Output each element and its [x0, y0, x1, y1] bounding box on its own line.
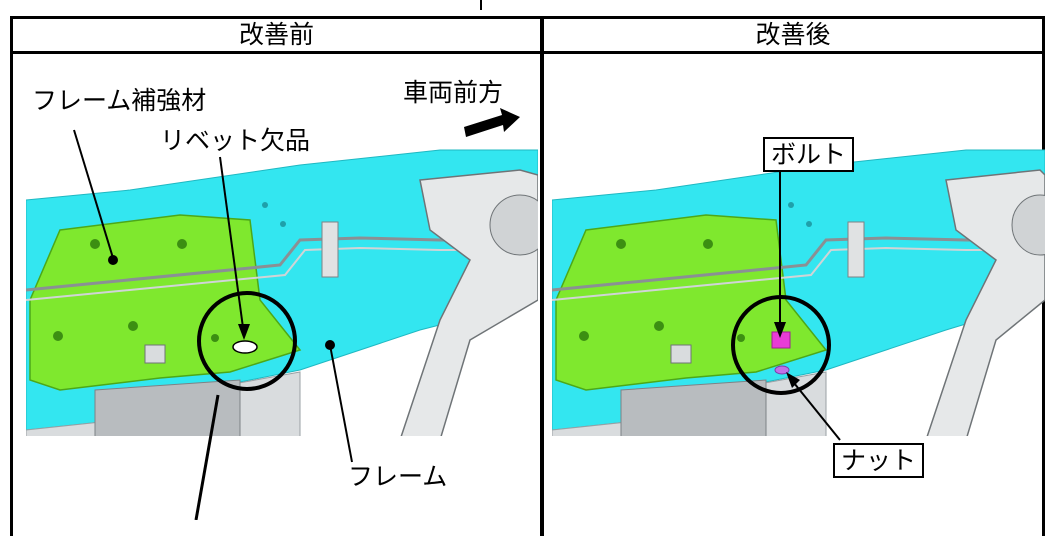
bolt-label: ボルト — [763, 137, 855, 172]
vehicle-front-arrow-icon — [464, 108, 520, 137]
header-row: 改善前 改善後 — [13, 19, 1042, 54]
bracket-grey-left — [94, 379, 241, 436]
nut-label: ナット — [833, 443, 925, 478]
after-illustration — [552, 149, 1045, 436]
missing-rivet-circle — [197, 291, 297, 391]
rivet-missing-label: リベット欠品 — [160, 126, 311, 155]
reinforcement-right — [555, 214, 828, 391]
column-divider — [540, 19, 544, 536]
frame-reinforcement-label: フレーム補強材 — [32, 86, 207, 115]
vehicle-front-label: 車両前方 — [403, 78, 504, 107]
illustration-layer — [26, 108, 1045, 520]
nut-part — [774, 365, 790, 375]
before-illustration — [26, 149, 538, 436]
frame-label: フレーム — [348, 462, 448, 491]
nut-leader — [789, 377, 841, 441]
after-header: 改善後 — [755, 20, 831, 49]
reinforcement-leader — [73, 129, 114, 259]
header-stub-mark — [480, 0, 482, 10]
frame-leader — [329, 344, 353, 463]
rivet-leader — [219, 156, 245, 336]
circle-leader-down — [194, 394, 220, 520]
before-header: 改善前 — [238, 20, 314, 49]
